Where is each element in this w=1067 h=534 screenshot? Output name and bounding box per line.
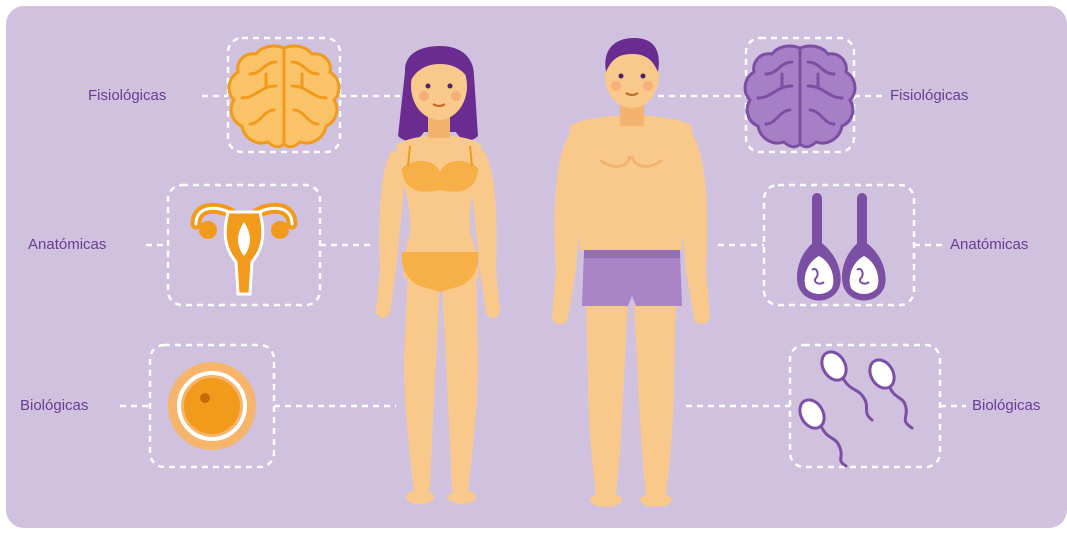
male-biological-label: Biológicas <box>972 398 1040 413</box>
ovum-icon <box>168 362 256 450</box>
male-physiological-label: Fisiológicas <box>890 88 968 103</box>
female-anatomical-label: Anatómicas <box>28 237 106 252</box>
female-biological-label: Biológicas <box>20 398 88 413</box>
uterus-icon <box>196 208 292 294</box>
male-anatomical-label: Anatómicas <box>950 237 1028 252</box>
brain-icon <box>745 46 855 147</box>
testes-icon <box>797 198 886 301</box>
female-figure <box>376 46 500 504</box>
sperm-icon <box>795 348 912 466</box>
male-figure <box>552 38 710 507</box>
female-physiological-label: Fisiológicas <box>88 88 166 103</box>
brain-icon <box>229 46 339 147</box>
